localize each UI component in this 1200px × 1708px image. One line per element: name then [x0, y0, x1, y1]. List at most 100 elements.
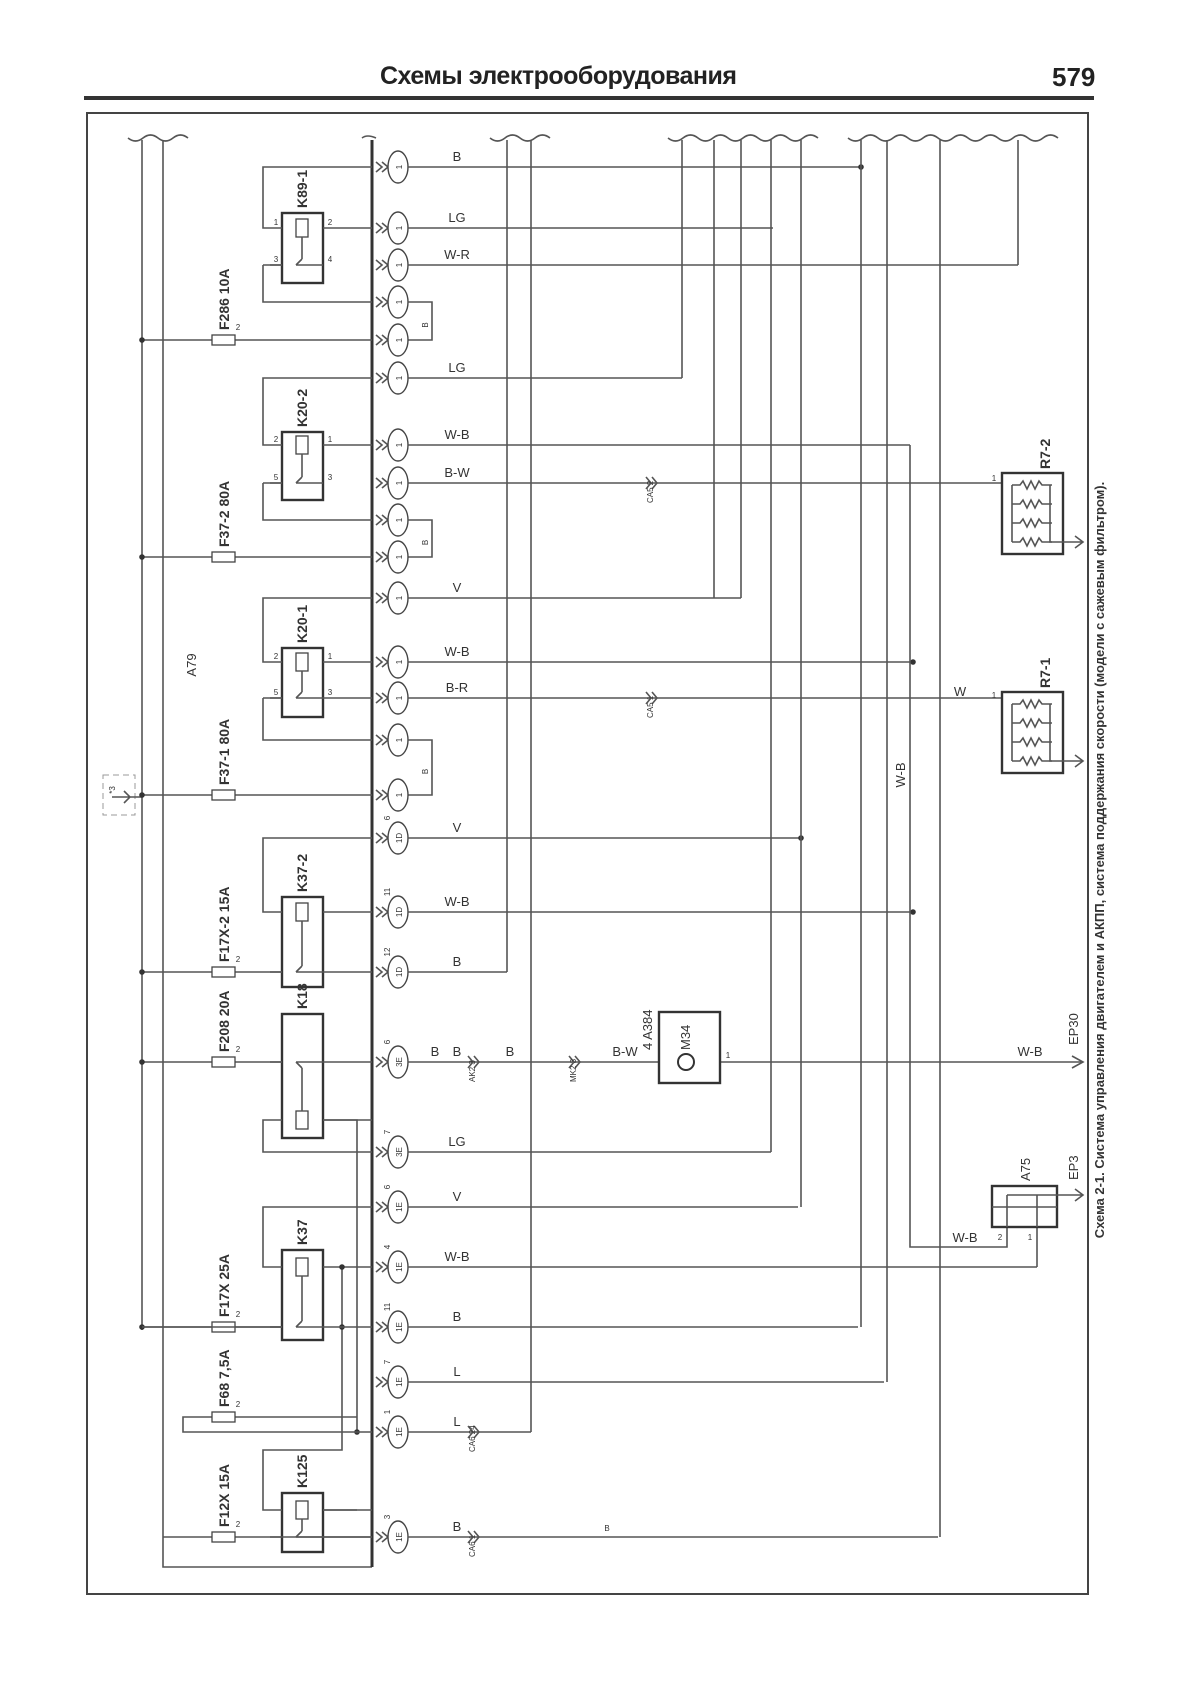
fuse-pin: 2: [236, 1520, 241, 1529]
connector-chevron-icon: [375, 692, 390, 704]
relay-label: K125: [294, 1454, 310, 1488]
connector-chevron-icon: [375, 734, 390, 746]
resistor-icon: [1012, 479, 1052, 491]
module-label: A79: [184, 653, 199, 676]
connector-id: 1E: [395, 1532, 404, 1542]
wire-color-label: W-B: [1017, 1044, 1042, 1059]
connector-id: 3E: [395, 1057, 404, 1067]
relay-switch-icon: [295, 1276, 323, 1328]
motor-box: [657, 1010, 722, 1085]
relay-label: K20-1: [294, 605, 310, 643]
connector-chevron-icon: [375, 334, 390, 346]
relay-loop: [262, 166, 372, 303]
resistor-pin: 1: [992, 474, 997, 483]
resistor-icon: [1012, 717, 1052, 729]
connector-id: 1: [395, 517, 404, 522]
wire-color-label: B-R: [446, 680, 468, 695]
connector-chevron-icon: [375, 551, 390, 563]
fuse-label: F37-1 80A: [216, 719, 232, 785]
connector-pin: [387, 540, 409, 574]
ep3-arrow-icon: [1007, 1188, 1085, 1202]
relay-label: K18: [294, 983, 310, 1009]
relay-coil-icon: [295, 1257, 309, 1277]
junction-dot: [139, 792, 145, 798]
relay-loop: [262, 597, 372, 741]
connector-id: 1: [395, 442, 404, 447]
wire-color-label: B: [453, 1044, 462, 1059]
wire-break-mark: [489, 134, 551, 142]
relay-loop: [262, 1206, 372, 1511]
fuse-icon: [211, 551, 236, 563]
fuse-pin: 2: [236, 955, 241, 964]
relay-pin: 3: [328, 688, 333, 697]
connector-chevron-icon: [375, 1321, 390, 1333]
relay-pin: 2: [274, 435, 279, 444]
wire-color-label: V: [453, 1189, 462, 1204]
wire-color-label: V: [453, 580, 462, 595]
relay-pin: 1: [274, 218, 279, 227]
motor-connector-label: 4 A384: [640, 1010, 655, 1051]
relay-label: K89-1: [294, 170, 310, 208]
page-number: 579: [1052, 62, 1096, 92]
resistor-icon: [1012, 517, 1052, 529]
fuse-icon: [211, 1411, 236, 1423]
connector-id: 1: [395, 337, 404, 342]
fuse-label: F17X 25A: [216, 1254, 232, 1317]
relay-label: K37: [294, 1219, 310, 1245]
relay-pin: 2: [274, 652, 279, 661]
connector-chevron-icon: [375, 296, 390, 308]
junction-dot: [910, 909, 916, 915]
wire-color-label: B: [506, 1044, 515, 1059]
relay-pin: 4: [328, 255, 333, 264]
relay-coil-icon: [295, 218, 309, 238]
connector-chevron-icon: [375, 439, 390, 451]
connector-chevron-icon: [375, 1146, 390, 1158]
module-outline: [162, 140, 372, 1568]
connector-id: 1: [395, 164, 404, 169]
wire-break-mark: [667, 134, 819, 142]
connector-chevron-icon: [375, 1426, 390, 1438]
fuse-label: F37-2 80A: [216, 481, 232, 547]
connector-id: 1D: [395, 833, 404, 843]
relay-label: K20-2: [294, 389, 310, 427]
relay-coil-icon: [295, 902, 309, 922]
connector-pin: [387, 323, 409, 357]
fuse-label: F68 7,5A: [216, 1349, 232, 1407]
jumper-wire: [408, 301, 433, 341]
a75-internal: [992, 1195, 1057, 1227]
wire-color-label: W: [954, 684, 967, 699]
connector-chevron-icon: [375, 259, 390, 271]
wire-color-label: B: [453, 954, 462, 969]
connector-id: 1: [395, 792, 404, 797]
connector-id: 1: [395, 695, 404, 700]
resistor-label: R7-1: [1037, 657, 1053, 688]
inline-connector-label: AK2 3: [468, 1060, 477, 1082]
relay-loop: [262, 377, 372, 521]
wire-color-label: L: [453, 1414, 460, 1429]
connector-chevron-icon: [375, 906, 390, 918]
relay-loop: [262, 837, 372, 973]
relay-coil-icon: [295, 652, 309, 672]
fuse-icon: [211, 334, 236, 346]
connector-id: 1D: [395, 907, 404, 917]
inline-connector-label: CA5 2: [646, 480, 655, 503]
relay-switch-icon: [295, 921, 323, 973]
relay-coil-icon: [295, 1500, 309, 1520]
connector-pin-number: 3: [383, 1514, 392, 1519]
connector-chevron-icon: [375, 592, 390, 604]
external-ref-arrow: [112, 790, 142, 804]
relay-loop: [262, 1061, 372, 1432]
wire-break-mark: [847, 134, 1059, 142]
relay-pin: 1: [328, 435, 333, 444]
connector-chevron-icon: [375, 1201, 390, 1213]
fuse-icon: [211, 966, 236, 978]
ep3-label: EP3: [1066, 1155, 1081, 1180]
fuse-wire: [182, 1416, 372, 1433]
wire-color-label: W-B: [893, 762, 908, 787]
jumper-wire-label: B: [421, 769, 430, 774]
inline-connector-label: CA5 1: [646, 695, 655, 718]
motor-label: M34: [678, 1025, 693, 1050]
fuse-pin: 2: [236, 1400, 241, 1409]
connector-chevron-icon: [375, 656, 390, 668]
wire-break-mark: [127, 134, 189, 142]
